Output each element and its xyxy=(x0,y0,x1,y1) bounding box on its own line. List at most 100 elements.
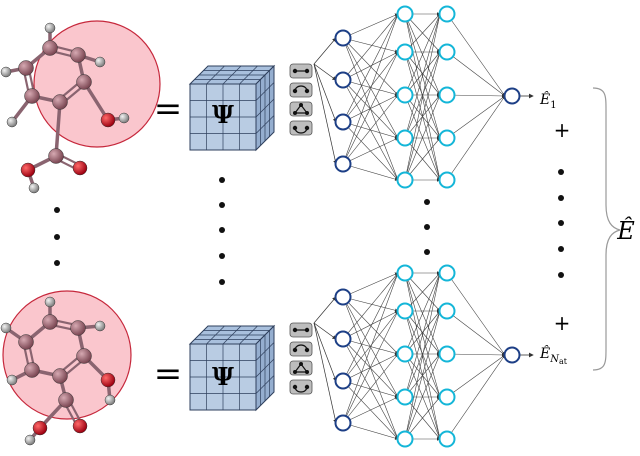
molecule-top xyxy=(0,20,161,194)
hidden-neuron-layer2 xyxy=(438,345,456,363)
output-energy-1: Ê1 xyxy=(539,90,557,111)
weight-edge xyxy=(342,310,399,340)
weight-edge xyxy=(404,272,441,398)
pair-icon xyxy=(289,63,313,79)
top-hydrogen-atom xyxy=(44,22,56,34)
hidden-neuron-layer1 xyxy=(396,86,414,104)
ellipsis-dot xyxy=(219,279,225,285)
ellipsis-dot xyxy=(54,207,60,213)
bot-carbon-atom xyxy=(58,392,74,408)
cube-grid-line xyxy=(255,375,275,394)
input-neuron xyxy=(334,330,352,348)
feature-icons-bottom xyxy=(289,322,313,395)
weight-edge xyxy=(342,13,399,123)
weight-edge xyxy=(342,37,399,54)
input-neuron xyxy=(334,372,352,390)
weight-edge xyxy=(404,13,441,139)
weight-edge xyxy=(404,272,441,355)
ellipsis-dot xyxy=(219,253,225,259)
equals-sign-bottom: = xyxy=(154,354,183,394)
feature-icons-top xyxy=(289,63,313,136)
weight-edge xyxy=(404,13,441,96)
weight-edge xyxy=(342,37,399,96)
input-neuron xyxy=(334,113,352,131)
output-neuron xyxy=(503,346,521,364)
fan-edge xyxy=(313,63,338,165)
top-oxygen-atom xyxy=(72,160,88,176)
ellipsis-dot xyxy=(219,202,225,208)
top-hydrogen-atom xyxy=(28,182,40,194)
weight-edge xyxy=(404,396,441,440)
bot-hydrogen-atom xyxy=(24,434,36,446)
angle-icon xyxy=(289,360,313,376)
neighborhood-circle-top xyxy=(33,20,161,148)
weight-edge xyxy=(404,51,441,181)
equals-sign-top: = xyxy=(154,89,183,129)
weight-edge xyxy=(404,51,441,96)
ellipsis-dot xyxy=(424,249,430,255)
output-neuron xyxy=(503,87,521,105)
ellipsis-dot xyxy=(558,195,564,201)
weight-edge xyxy=(342,13,399,165)
hidden-neuron-layer2 xyxy=(438,129,456,147)
network-edges xyxy=(313,271,534,441)
ellipsis-dot xyxy=(219,177,225,183)
weight-edge xyxy=(342,296,399,355)
output-energy-nat: ÊNat xyxy=(539,344,568,366)
bot-hydrogen-atom xyxy=(0,322,12,334)
weight-edge xyxy=(342,272,399,298)
weight-edge xyxy=(446,353,506,357)
weight-edge xyxy=(342,121,399,139)
top-carbon-atom xyxy=(18,60,34,76)
bot-hydrogen-atom xyxy=(6,374,18,386)
bot-oxygen-atom xyxy=(32,420,48,436)
loop-icon xyxy=(289,379,313,395)
ellipsis-dots xyxy=(54,169,564,285)
input-neuron xyxy=(334,288,352,306)
weight-edge xyxy=(342,338,399,355)
plus-sign-bottom: + xyxy=(554,311,571,335)
weight-edge xyxy=(404,137,441,181)
total-energy: Ê xyxy=(616,216,635,245)
plus-sign-top: + xyxy=(554,118,571,142)
bot-carbon-atom xyxy=(24,362,40,378)
input-neuron xyxy=(334,29,352,47)
hidden-neuron-layer1 xyxy=(396,302,414,320)
triangle-icon xyxy=(289,341,313,357)
hidden-neuron-layer2 xyxy=(438,86,456,104)
weight-edge xyxy=(342,396,399,424)
weight-edge xyxy=(342,338,399,398)
weight-edge xyxy=(342,51,399,81)
bot-hydrogen-atom xyxy=(94,320,106,332)
top-carbon-atom xyxy=(70,47,86,63)
hidden-neuron-layer1 xyxy=(396,345,414,363)
weight-edge xyxy=(446,13,506,97)
hidden-neuron-layer2 xyxy=(438,430,456,448)
weight-edge xyxy=(342,94,399,165)
bot-oxygen-atom xyxy=(72,418,88,434)
weight-edge xyxy=(342,79,399,96)
top-hydrogen-atom xyxy=(6,116,18,128)
weight-edge xyxy=(342,13,399,81)
weight-edge xyxy=(404,94,441,181)
triangle-icon xyxy=(289,82,313,98)
input-neuron xyxy=(334,155,352,173)
neural-network-bottom xyxy=(313,264,534,448)
weight-edge xyxy=(446,272,506,356)
hidden-neuron-layer2 xyxy=(438,264,456,282)
cube-grid-line xyxy=(255,115,275,134)
top-carbon-atom xyxy=(52,94,68,110)
hidden-neuron-layer2 xyxy=(438,43,456,61)
pair-icon xyxy=(289,322,313,338)
sum-brace xyxy=(592,87,621,371)
cube-grid-line xyxy=(255,98,275,118)
weight-edge xyxy=(342,310,399,382)
cube-grid-line xyxy=(255,358,275,378)
weight-edge xyxy=(404,13,441,53)
weight-edge xyxy=(342,137,399,165)
fan-edge xyxy=(313,322,337,382)
bot-carbon-atom xyxy=(52,368,68,384)
angle-icon xyxy=(289,101,313,117)
